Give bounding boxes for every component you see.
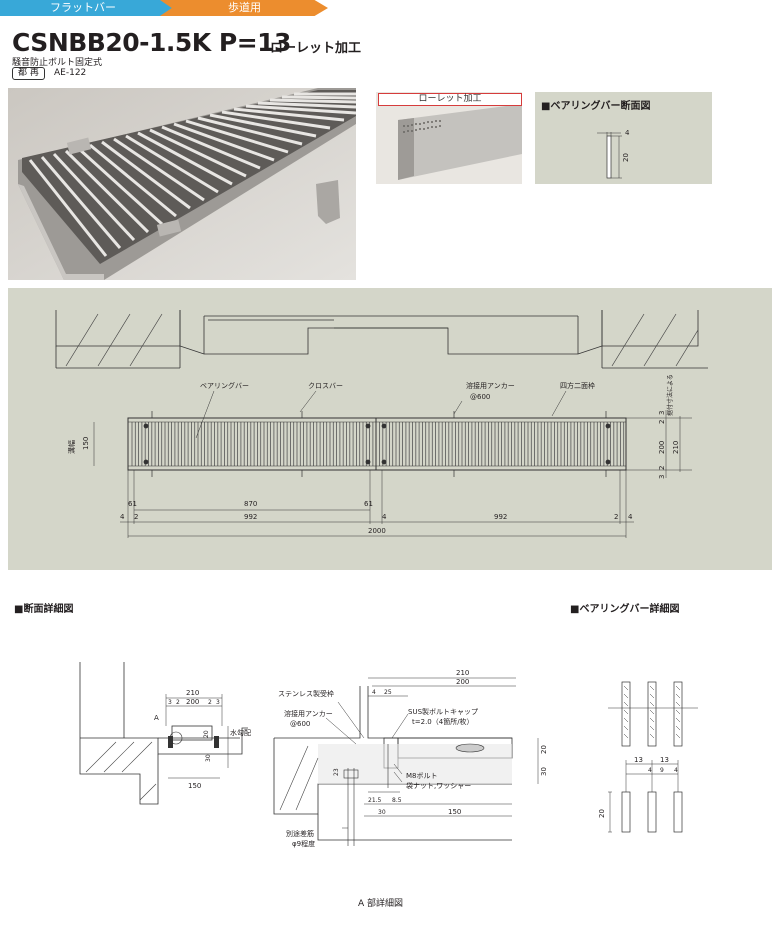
a-label-stainless-seat: ステンレス製受枠 [278,689,334,698]
a-dim-150: 150 [448,808,461,816]
label-bearing-bar: ベアリングバー [200,381,249,390]
sec-dim-210: 210 [186,689,199,697]
a-label-bolt-cap: SUS製ボルトキャップ [408,707,478,716]
a-dim-21-5: 21.5 [368,797,382,804]
plan-drawing: ベアリングバー クロスバー 溶接用アンカー @600 四方二面枠 溝幅 150 … [8,288,772,570]
label-cross-bar: クロスバー [308,382,343,390]
a-dim-210: 210 [456,669,469,677]
bearing-section-height: 20 [622,153,630,162]
dim-r2-bot: 2 [658,466,666,470]
a-dim-8-5: 8.5 [392,797,402,804]
a-dim-30b: 30 [378,809,386,816]
dim-2000: 2000 [368,527,386,535]
bearing-dim-13a: 13 [634,756,643,764]
bearing-section-width: 4 [625,129,630,137]
label-install-dim: 据付寸法による [666,374,674,416]
dim-r3-top: 3 [658,411,666,415]
a-label-rebar: 別途差筋 [286,829,314,838]
dim-992-right: 992 [494,513,507,521]
a-dim-200: 200 [456,678,469,686]
bearing-dim-20: 20 [598,809,606,818]
dim-4-right: 4 [628,513,633,521]
a-label-weld-anchor: 溶接用アンカー [284,709,333,718]
sec-dim-150: 150 [188,782,201,790]
bearing-dim-4b: 4 [674,767,678,774]
label-weld-anchor: 溶接用アンカー [466,381,515,390]
label-gutter-width: 溝幅 [67,440,76,454]
a-detail-caption: A 部詳細図 [358,897,403,909]
a-dim-20: 20 [540,745,548,754]
dim-gutter: 150 [82,437,90,450]
bearing-section-panel: 4 20 [535,92,712,184]
bearing-dim-13b: 13 [660,756,669,764]
sec-dim-3b: 3 [216,699,220,706]
dim-r200: 200 [658,441,666,454]
a-label-bolt-cap-spec: t=2.0（4箇所/枚） [412,717,474,726]
tab-flat-bar[interactable]: フラットバー [0,0,172,16]
bearing-section-title: ■ベアリングバー断面図 [541,101,651,112]
knurl-photo-panel [376,92,522,184]
label-frame: 四方二面枠 [560,381,595,390]
dim-r3-bot: 3 [658,475,666,479]
sec-label-a: A [154,714,159,722]
knurl-label: ローレット加工 [378,93,522,106]
dim-4-mid: 4 [382,513,387,521]
category-tabs: フラットバー 歩道用 [0,0,780,18]
tab-sidewalk[interactable]: 歩道用 [160,0,328,16]
dim-r2-top: 2 [658,420,666,424]
dim-992-left: 992 [244,513,257,521]
sec-label-drain: 水勾配 [230,728,251,737]
dim-2-right: 2 [614,513,618,521]
dim-61-mid: 61 [364,500,373,508]
a-label-weld-anchor-pitch: @600 [290,720,310,728]
status-badge: 都 再 [12,67,45,80]
sec-dim-2b: 2 [208,699,212,706]
bearing-detail-title: ■ベアリングバー詳細図 [570,604,680,615]
a-dim-30: 30 [540,767,548,776]
a-dim-4: 4 [372,689,376,696]
a-dim-23: 23 [333,768,340,776]
dim-r210: 210 [672,441,680,454]
dim-61-left: 61 [128,500,137,508]
a-dim-25: 25 [384,689,392,696]
sec-dim-200: 200 [186,698,199,706]
a-label-m8-bolt: M8ボルト [406,772,438,780]
product-finish: ローレット加工 [270,41,362,56]
bearing-dim-9: 9 [660,767,664,774]
sec-dim-30: 30 [205,754,212,762]
sec-dim-20: 20 [203,730,210,738]
dim-4-left: 4 [120,513,125,521]
product-description: 騒音防止ボルト固定式 [12,58,103,68]
product-photo [8,88,356,280]
sec-dim-3a: 3 [168,699,172,706]
a-label-nut-washer: 袋ナット,ワッシャー [406,781,471,790]
bearing-dim-4a: 4 [648,767,652,774]
sec-dim-2: 2 [176,699,180,706]
product-title: CSNBB20-1.5K P=13 [12,28,291,57]
section-detail-title: ■断面詳細図 [14,604,74,615]
detail-area: ■断面詳細図 ■ベアリングバー詳細図 210 3 2 200 2 [8,578,772,926]
a-label-rebar-spec: φ9程度 [292,839,315,848]
label-weld-anchor-pitch: @600 [470,393,490,401]
badge-code: AE-122 [54,68,87,78]
dim-2-left: 2 [134,513,138,521]
dim-870: 870 [244,500,257,508]
